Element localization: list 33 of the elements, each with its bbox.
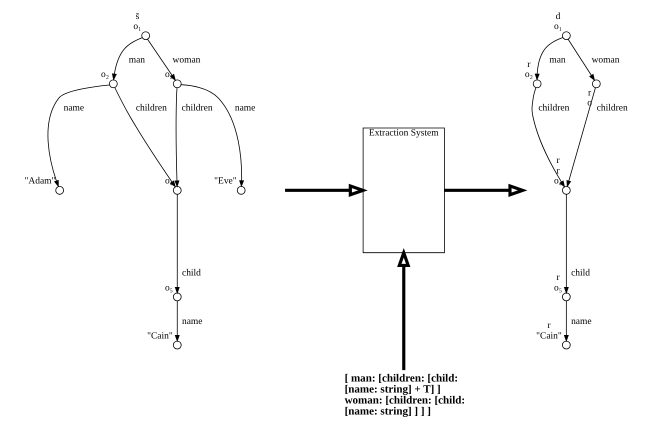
node-label: o₅: [554, 283, 562, 294]
node-label: "Cain": [536, 331, 562, 342]
edge-label: woman: [172, 56, 200, 66]
edge-label: child: [571, 268, 590, 279]
node-text: [ man: [children: [child: [name: string] + T] ] woman: [children: [child: [name: string] ] ] ]: [344, 372, 466, 418]
node-label: r: [556, 156, 560, 166]
node-label: r: [527, 60, 530, 70]
node-label: r: [556, 273, 560, 284]
edge-label: name: [571, 316, 592, 327]
edge-label: children: [136, 104, 167, 114]
node-label: r: [588, 88, 592, 98]
node-label: s̄: [136, 12, 140, 22]
edge-label: name: [64, 104, 84, 114]
node-label: o₅: [164, 283, 173, 294]
node-label: r: [547, 321, 551, 332]
edge-label: children: [538, 104, 570, 114]
edge-label: children: [182, 104, 213, 114]
node-label: "Eve": [214, 176, 237, 187]
edge-label: name: [182, 316, 203, 327]
node-label: o₁: [554, 22, 562, 32]
edge-label: children: [596, 104, 628, 114]
node-label: o₂: [524, 70, 533, 80]
node-label: "Cain": [147, 331, 173, 342]
node-label: o₂: [101, 70, 110, 80]
edge-label: child: [182, 268, 201, 279]
edge-label: name: [234, 104, 256, 114]
node-label: o₁: [133, 22, 142, 32]
edge-label: woman: [592, 56, 620, 66]
node-label: d: [556, 12, 560, 22]
node-label: "Adam": [24, 176, 56, 187]
edge-label: man: [549, 56, 566, 66]
edge-label: man: [128, 56, 146, 66]
node-label: r: [556, 166, 560, 176]
